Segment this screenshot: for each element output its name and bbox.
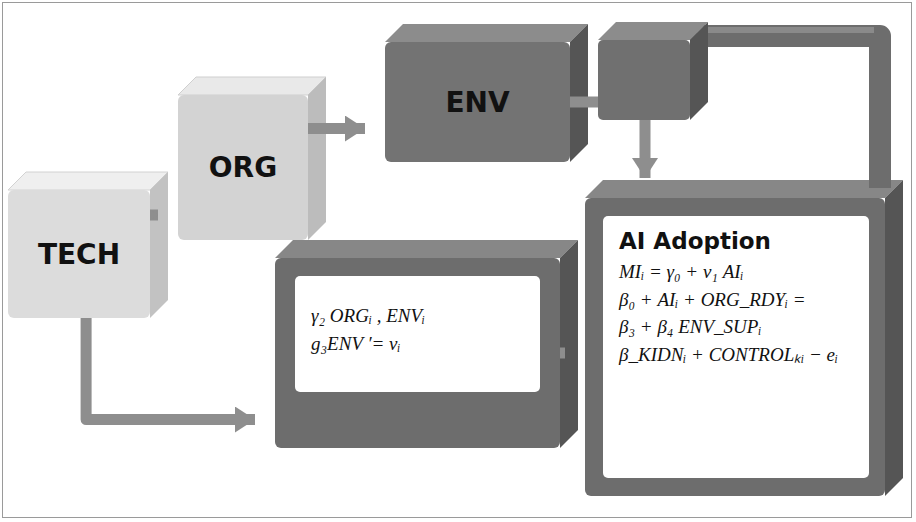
relay-front [598,40,690,120]
top-face [8,172,168,190]
formula-panel: γ₂ ORGᵢ , ENVᵢg₃ENV ′= νᵢ [295,276,540,392]
top-face [585,180,903,198]
ribbon-highlight [690,27,874,33]
side-face [150,172,168,318]
formula-text: β₀ + AIᵢ + ORG_RDYᵢ = [619,286,857,314]
top-face [178,77,326,95]
formula-panel: AI AdoptionMIᵢ = γ₀ + ν₁ AIᵢβ₀ + AIᵢ + O… [603,216,869,478]
node-label: ORG [209,151,277,184]
factor-box: ORG [178,95,308,240]
top-face [275,240,578,258]
node-label: ENV [445,86,509,119]
flow-arrow [308,123,365,134]
formula-text: β₃ + β₄ ENV_SUPᵢ [619,313,857,341]
side-face [690,22,708,120]
flow-arrow [150,210,158,221]
formula-text: γ₂ ORGᵢ , ENVᵢ [311,302,524,330]
ribbon-band [690,36,880,188]
flow-arrow [86,318,255,420]
formula-text: MIᵢ = γ₀ + ν₁ AIᵢ [619,258,857,286]
side-face [570,24,588,162]
factor-box: ENV [385,42,570,162]
top-face [598,22,708,40]
side-face [560,240,578,448]
formula-text: g₃ENV ′= νᵢ [311,330,524,358]
formula-box: γ₂ ORGᵢ , ENVᵢg₃ENV ′= νᵢ [275,258,560,448]
node-label: TECH [38,238,120,271]
box-heading: AI Adoption [619,228,857,254]
factor-box: TECH [8,190,150,318]
side-face [885,180,903,496]
top-face [385,24,588,42]
formula-text: β_KIDNᵢ + CONTROLₖᵢ − eᵢ [619,341,857,369]
side-face [308,77,326,240]
adoption-box: AI AdoptionMIᵢ = γ₀ + ν₁ AIᵢβ₀ + AIᵢ + O… [585,198,885,496]
flow-arrow [560,348,565,359]
